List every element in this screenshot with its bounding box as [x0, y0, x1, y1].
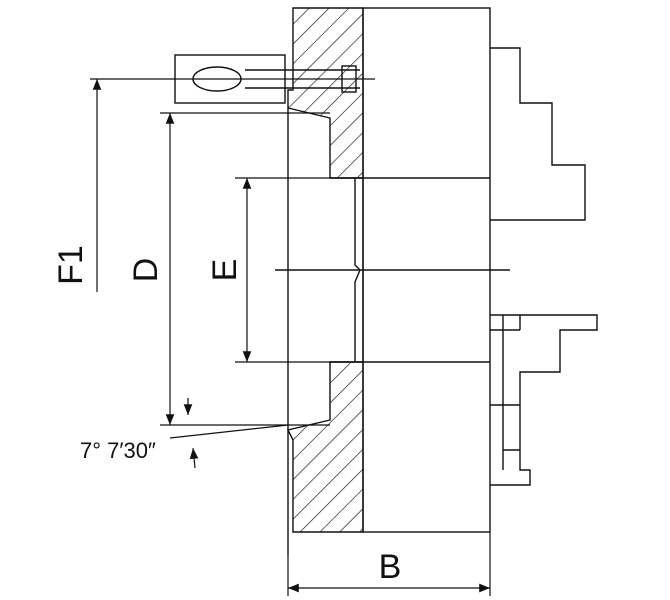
label-f1: F1 [52, 245, 90, 285]
jaw-lower [490, 314, 598, 486]
jaw-upper [490, 47, 586, 221]
label-angle: 7° 7′30″ [80, 438, 156, 463]
hatched-section-lower [286, 361, 364, 533]
label-e: E [206, 259, 244, 282]
hatched-section-upper [287, 7, 364, 179]
label-b: B [379, 548, 402, 586]
dimension-lines [90, 78, 491, 596]
label-d: D [127, 258, 165, 283]
